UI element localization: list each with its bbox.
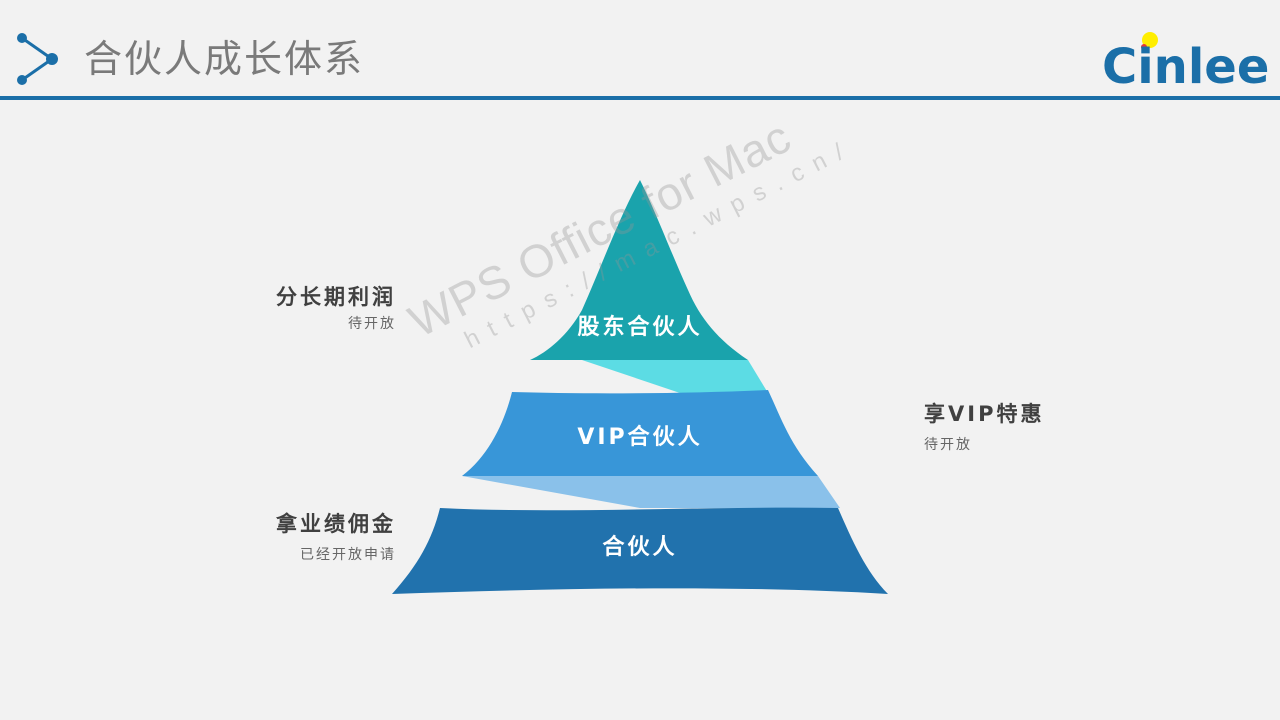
benefit-title-commission: 拿业绩佣金 xyxy=(276,512,396,536)
benefit-title-vip: 享VIP特惠 xyxy=(924,402,1045,426)
tier-shape-vip xyxy=(462,390,818,476)
cinlee-logo: Cinlee xyxy=(1102,32,1269,90)
tier-connector-bottom xyxy=(462,476,840,508)
benefit-status-commission: 已经开放申请 xyxy=(300,547,396,563)
tier-label-vip: VIP合伙人 xyxy=(577,425,703,450)
network-icon xyxy=(17,33,58,85)
benefit-status-profit: 待开放 xyxy=(348,316,396,332)
benefit-title-profit: 分长期利润 xyxy=(276,285,396,309)
benefit-status-vip: 待开放 xyxy=(924,437,972,453)
header-divider xyxy=(0,96,1280,100)
logo-text: Cinlee xyxy=(1102,39,1269,90)
tier-shape-shareholder xyxy=(530,180,748,360)
tier-label-shareholder: 股东合伙人 xyxy=(577,315,703,340)
tier-label-partner: 合伙人 xyxy=(602,535,678,560)
tier-shape-partner xyxy=(392,507,888,594)
page-title: 合伙人成长体系 xyxy=(84,37,365,81)
tier-connector-top xyxy=(582,360,768,393)
